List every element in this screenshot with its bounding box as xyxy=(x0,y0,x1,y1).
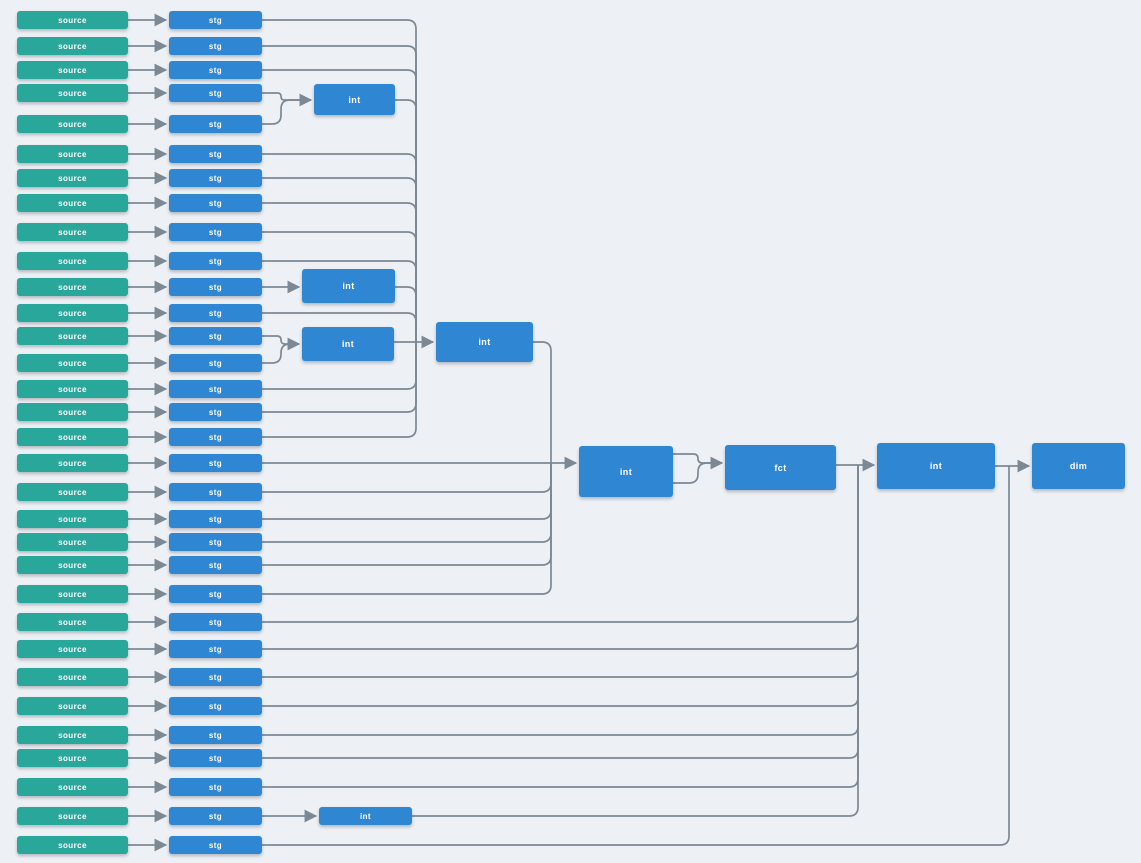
node-stg-26[interactable]: stg xyxy=(169,668,262,686)
edge xyxy=(262,92,313,107)
edge xyxy=(533,341,552,463)
node-source-4[interactable]: source xyxy=(17,84,128,102)
node-source-11[interactable]: source xyxy=(17,278,128,296)
node-stg-20[interactable]: stg xyxy=(169,510,262,528)
edge xyxy=(262,45,417,342)
node-source-29[interactable]: source xyxy=(17,749,128,767)
node-source-3[interactable]: source xyxy=(17,61,128,79)
node-source-12[interactable]: source xyxy=(17,304,128,322)
node-stg-14[interactable]: stg xyxy=(169,354,262,372)
node-stg-23[interactable]: stg xyxy=(169,585,262,603)
node-stg-24[interactable]: stg xyxy=(169,613,262,631)
node-source-15[interactable]: source xyxy=(17,380,128,398)
node-stg-5[interactable]: stg xyxy=(169,115,262,133)
edge xyxy=(262,342,417,438)
node-source-13[interactable]: source xyxy=(17,327,128,345)
node-source-22[interactable]: source xyxy=(17,556,128,574)
edge xyxy=(395,99,417,342)
node-stg-17[interactable]: stg xyxy=(169,428,262,446)
node-source-18[interactable]: source xyxy=(17,454,128,472)
node-source-17[interactable]: source xyxy=(17,428,128,446)
node-int-c[interactable]: int xyxy=(302,327,394,361)
node-stg-22[interactable]: stg xyxy=(169,556,262,574)
node-stg-15[interactable]: stg xyxy=(169,380,262,398)
edge xyxy=(262,465,859,736)
node-source-8[interactable]: source xyxy=(17,194,128,212)
node-stg-16[interactable]: stg xyxy=(169,403,262,421)
edge xyxy=(262,466,1010,846)
node-stg-30[interactable]: stg xyxy=(169,778,262,796)
node-stg-11[interactable]: stg xyxy=(169,278,262,296)
node-int-g[interactable]: int xyxy=(319,807,412,825)
node-source-14[interactable]: source xyxy=(17,354,128,372)
node-int-d[interactable]: int xyxy=(436,322,533,362)
node-source-32[interactable]: source xyxy=(17,836,128,854)
edge xyxy=(262,19,417,342)
node-source-16[interactable]: source xyxy=(17,403,128,421)
edge xyxy=(395,286,417,342)
node-stg-21[interactable]: stg xyxy=(169,533,262,551)
edge xyxy=(262,335,301,351)
node-source-26[interactable]: source xyxy=(17,668,128,686)
node-source-1[interactable]: source xyxy=(17,11,128,29)
edge xyxy=(262,99,311,125)
node-int-e[interactable]: int xyxy=(579,446,673,497)
edge xyxy=(262,463,552,543)
edge xyxy=(262,463,552,520)
node-stg-29[interactable]: stg xyxy=(169,749,262,767)
edge xyxy=(262,465,859,788)
node-stg-25[interactable]: stg xyxy=(169,640,262,658)
edge xyxy=(262,69,417,342)
node-source-6[interactable]: source xyxy=(17,145,128,163)
edge xyxy=(262,463,552,566)
node-source-21[interactable]: source xyxy=(17,533,128,551)
node-source-5[interactable]: source xyxy=(17,115,128,133)
node-source-30[interactable]: source xyxy=(17,778,128,796)
node-stg-4[interactable]: stg xyxy=(169,84,262,102)
node-stg-13[interactable]: stg xyxy=(169,327,262,345)
node-stg-6[interactable]: stg xyxy=(169,145,262,163)
edge xyxy=(673,462,722,484)
node-stg-28[interactable]: stg xyxy=(169,726,262,744)
node-source-27[interactable]: source xyxy=(17,697,128,715)
node-stg-18[interactable]: stg xyxy=(169,454,262,472)
node-source-31[interactable]: source xyxy=(17,807,128,825)
node-stg-32[interactable]: stg xyxy=(169,836,262,854)
edge xyxy=(262,463,552,595)
edge xyxy=(262,343,299,364)
node-stg-19[interactable]: stg xyxy=(169,483,262,501)
node-stg-9[interactable]: stg xyxy=(169,223,262,241)
node-int-a[interactable]: int xyxy=(314,84,395,115)
node-stg-31[interactable]: stg xyxy=(169,807,262,825)
node-stg-3[interactable]: stg xyxy=(169,61,262,79)
node-stg-7[interactable]: stg xyxy=(169,169,262,187)
node-source-25[interactable]: source xyxy=(17,640,128,658)
node-stg-12[interactable]: stg xyxy=(169,304,262,322)
node-source-2[interactable]: source xyxy=(17,37,128,55)
edge xyxy=(262,465,859,707)
node-source-9[interactable]: source xyxy=(17,223,128,241)
node-stg-2[interactable]: stg xyxy=(169,37,262,55)
edge xyxy=(673,453,724,470)
node-int-f[interactable]: int xyxy=(877,443,995,489)
edge xyxy=(412,465,859,817)
node-source-20[interactable]: source xyxy=(17,510,128,528)
node-source-28[interactable]: source xyxy=(17,726,128,744)
node-source-23[interactable]: source xyxy=(17,585,128,603)
node-source-19[interactable]: source xyxy=(17,483,128,501)
node-stg-10[interactable]: stg xyxy=(169,252,262,270)
node-source-7[interactable]: source xyxy=(17,169,128,187)
node-stg-8[interactable]: stg xyxy=(169,194,262,212)
node-int-b[interactable]: int xyxy=(302,269,395,303)
edge xyxy=(262,465,859,678)
edge xyxy=(262,465,859,759)
node-stg-27[interactable]: stg xyxy=(169,697,262,715)
edge xyxy=(262,463,552,493)
node-stg-1[interactable]: stg xyxy=(169,11,262,29)
node-source-24[interactable]: source xyxy=(17,613,128,631)
node-dim[interactable]: dim xyxy=(1032,443,1125,489)
node-source-10[interactable]: source xyxy=(17,252,128,270)
node-fct[interactable]: fct xyxy=(725,445,836,490)
